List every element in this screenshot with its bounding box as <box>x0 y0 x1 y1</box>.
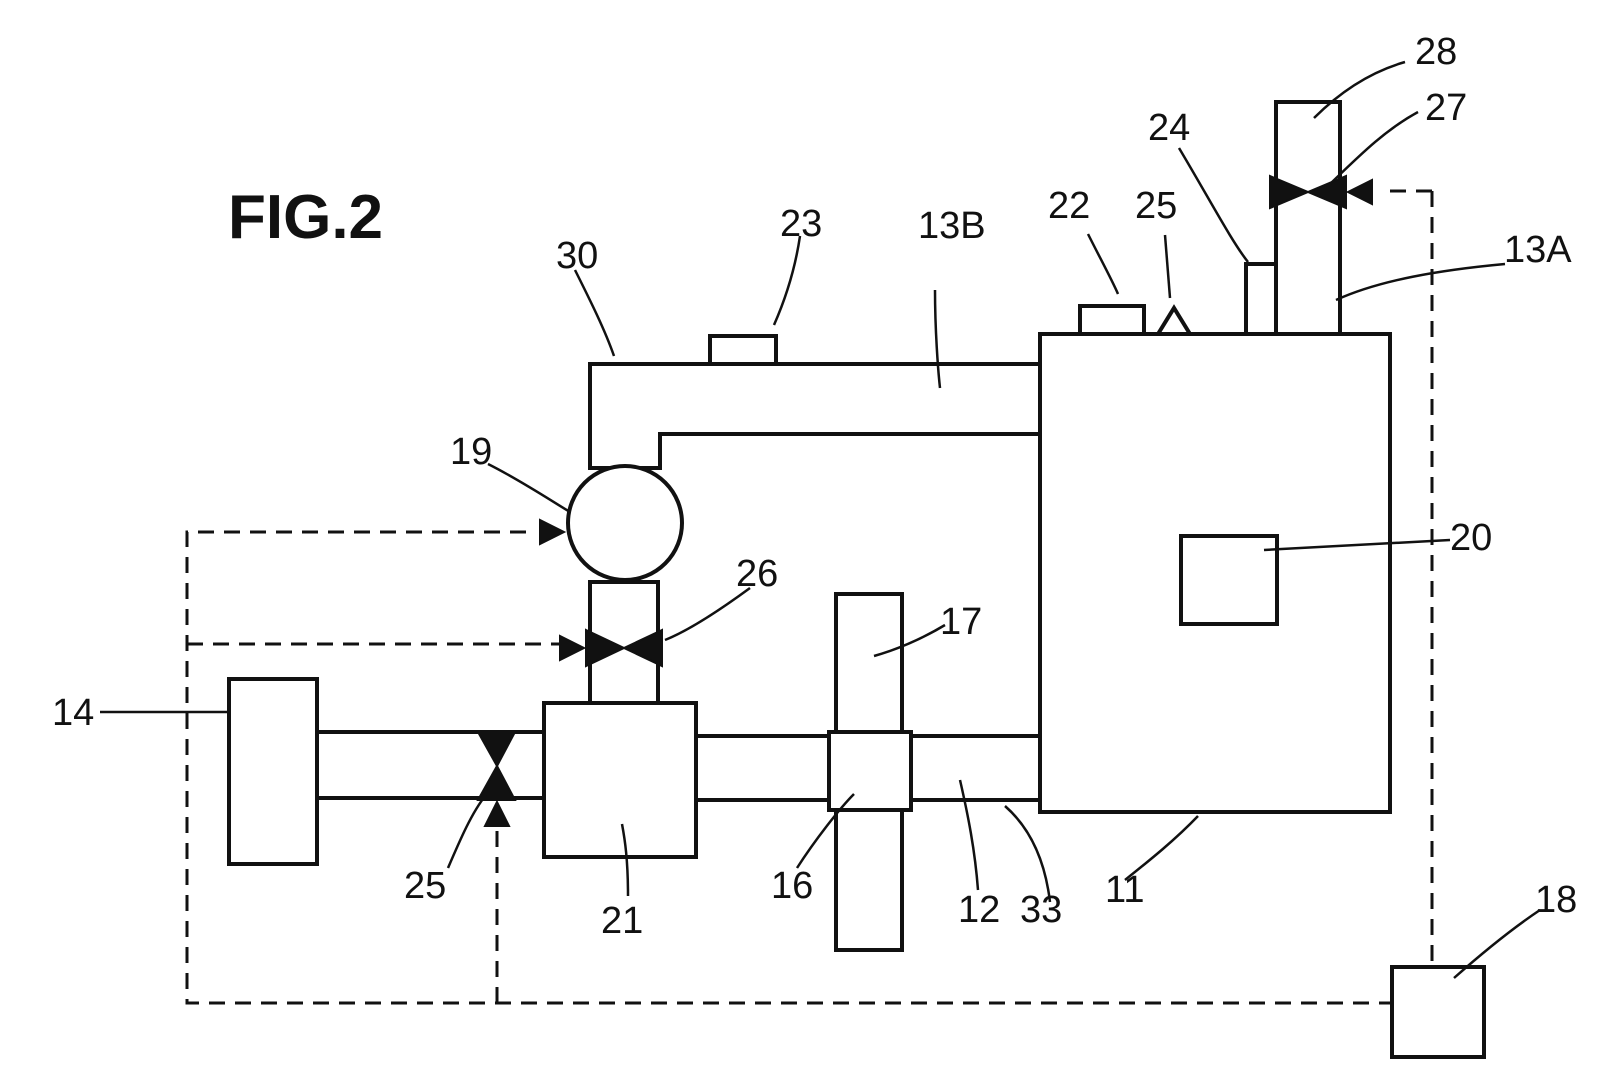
duct-13b <box>590 364 1040 468</box>
label-21: 21 <box>601 900 643 942</box>
label-28: 28 <box>1415 31 1457 73</box>
label-30: 30 <box>556 235 598 277</box>
label-13b: 13B <box>918 205 986 247</box>
label-26: 26 <box>736 553 778 595</box>
label-16: 16 <box>771 865 813 907</box>
label-33: 33 <box>1020 889 1062 931</box>
component-14 <box>229 679 317 864</box>
label-11: 11 <box>1105 869 1144 911</box>
component-22 <box>1080 306 1144 334</box>
label-19: 19 <box>450 431 492 473</box>
component-24 <box>1246 264 1276 334</box>
component-25-top <box>1158 308 1190 334</box>
label-25-top: 25 <box>1135 185 1177 227</box>
component-19 <box>568 466 682 580</box>
component-18 <box>1392 967 1484 1057</box>
arrowhead-to-25 <box>485 802 509 826</box>
component-23 <box>710 336 776 364</box>
label-22: 22 <box>1048 185 1090 227</box>
label-20: 20 <box>1450 517 1492 559</box>
arrowhead-to-26 <box>560 636 584 660</box>
component-16 <box>829 732 911 810</box>
figure-title: FIG.2 <box>228 183 383 252</box>
component-20 <box>1181 536 1277 624</box>
label-27: 27 <box>1425 87 1467 129</box>
label-23: 23 <box>780 203 822 245</box>
arrowhead-to-27 <box>1348 180 1372 204</box>
label-14: 14 <box>52 692 94 734</box>
label-17: 17 <box>940 601 982 643</box>
arrowhead-to-19 <box>540 520 564 544</box>
label-25-bottom: 25 <box>404 865 446 907</box>
pipe-13a <box>1276 102 1340 334</box>
label-24: 24 <box>1148 107 1190 149</box>
label-13a: 13A <box>1504 229 1572 271</box>
label-18: 18 <box>1535 879 1577 921</box>
label-12: 12 <box>958 889 1000 931</box>
component-21 <box>544 703 696 857</box>
